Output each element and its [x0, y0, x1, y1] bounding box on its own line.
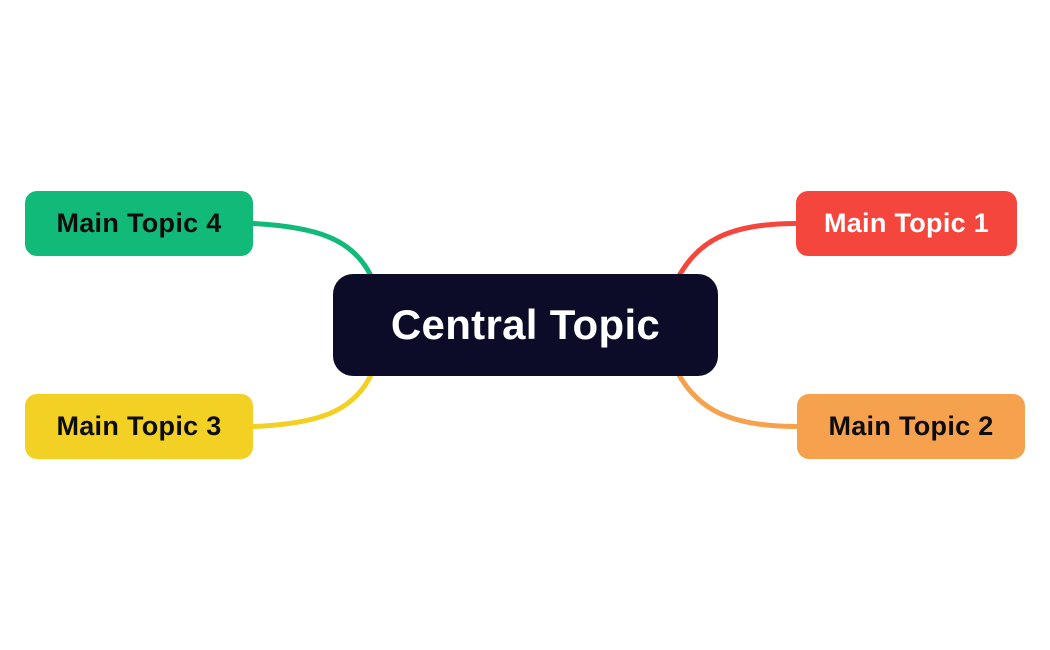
central-topic-node[interactable]: Central Topic: [333, 274, 718, 376]
connector-main-topic-2: [676, 372, 800, 429]
central-topic-label: Central Topic: [390, 301, 661, 348]
main-topic-1-node[interactable]: Main Topic 1: [796, 191, 1017, 256]
connector-main-topic-1: [676, 221, 799, 279]
main-topic-4-label: Main Topic 4: [56, 208, 222, 238]
main-topic-3-node[interactable]: Main Topic 3: [25, 394, 253, 459]
main-topic-4-node[interactable]: Main Topic 4: [25, 191, 253, 256]
main-topic-1-label: Main Topic 1: [823, 208, 990, 238]
main-topic-2-label: Main Topic 2: [828, 411, 994, 441]
main-topic-3-label: Main Topic 3: [56, 411, 222, 441]
connector-main-topic-3: [250, 372, 374, 429]
main-topic-2-node[interactable]: Main Topic 2: [797, 394, 1025, 459]
connector-main-topic-4: [250, 221, 374, 279]
